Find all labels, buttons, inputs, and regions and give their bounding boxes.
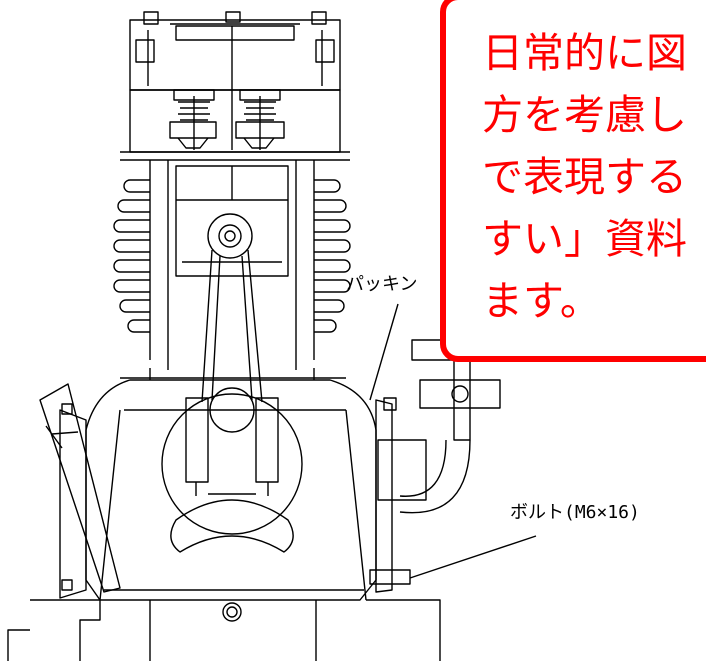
- piston: [175, 165, 289, 277]
- bolt-leader-line: [409, 535, 537, 579]
- head-cover: [129, 11, 341, 150]
- annotation-callout-box: 日常的に図 方を考慮し で表現する すい」資料 ます。: [440, 0, 706, 362]
- gasket-label: パッキン: [346, 274, 418, 295]
- connecting-rod: [201, 213, 263, 403]
- cylinder-fins: [113, 160, 351, 370]
- cylinder-head: [120, 89, 350, 161]
- bolt-label: ボルト(M6×16): [510, 502, 640, 523]
- left-side-cover: [39, 383, 121, 599]
- base-frame: [7, 599, 441, 661]
- gasket-leader-line: [369, 303, 399, 401]
- crankcase: [85, 368, 377, 622]
- annotation-callout-text: 日常的に図 方を考慮し で表現する すい」資料 ます。: [482, 29, 687, 325]
